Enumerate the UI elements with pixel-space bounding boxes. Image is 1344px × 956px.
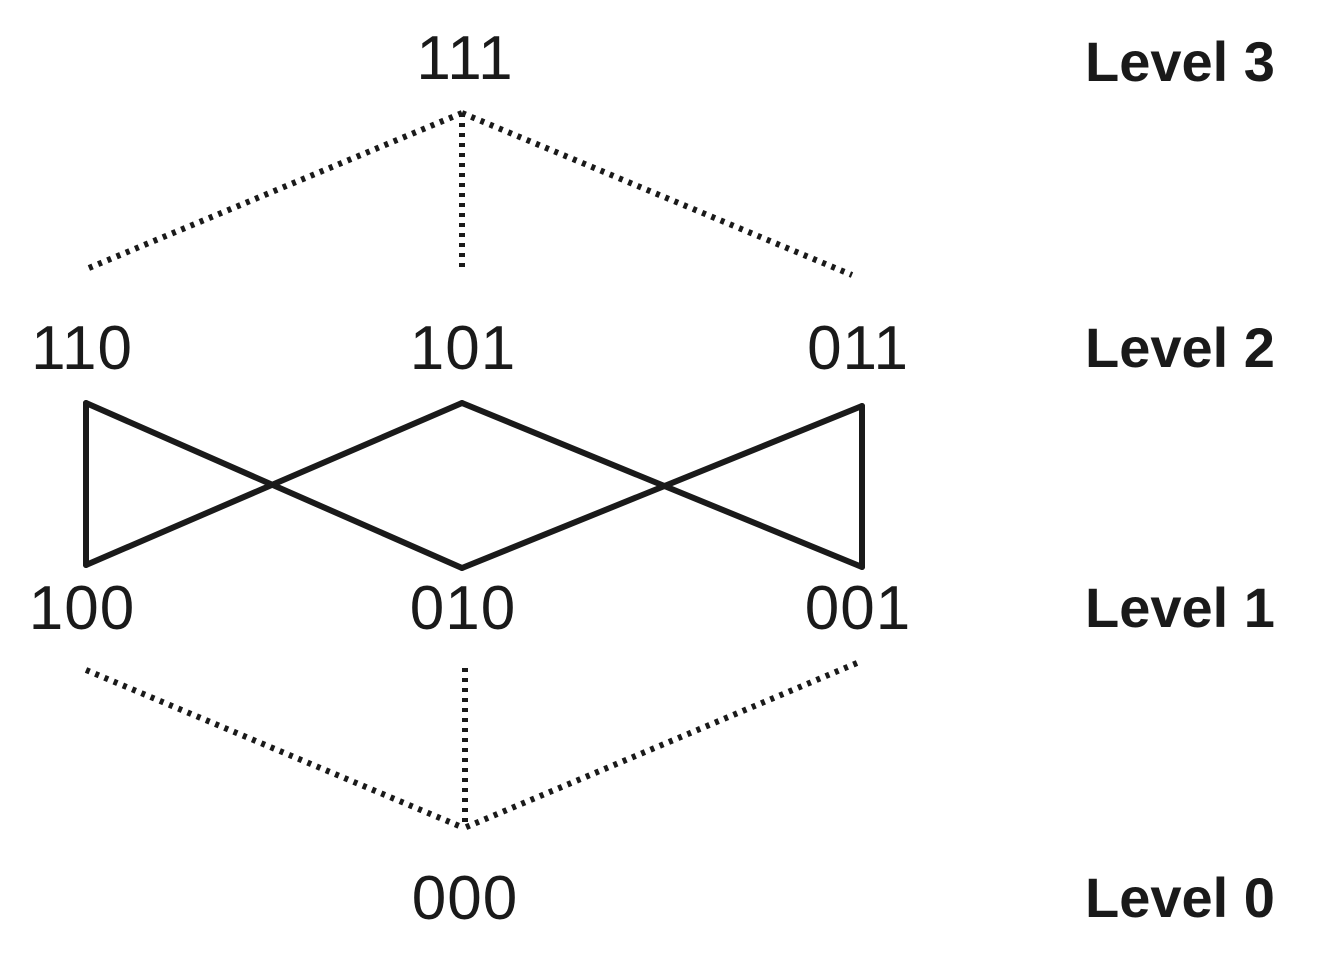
node-110: 110 — [31, 314, 133, 383]
level-3-label: Level 3 — [1085, 30, 1275, 93]
level-2-label: Level 2 — [1085, 316, 1275, 379]
node-101: 101 — [409, 314, 517, 383]
edge-001-000 — [462, 660, 859, 831]
node-010: 010 — [409, 574, 517, 643]
edge-111-011 — [460, 110, 854, 278]
level-1-label: Level 1 — [1085, 576, 1275, 639]
edge-011-010 — [459, 403, 865, 571]
level-0-label: Level 0 — [1085, 866, 1275, 929]
edge-111-110 — [82, 110, 464, 273]
edge-101-100 — [83, 400, 465, 568]
node-000: 000 — [411, 864, 519, 933]
node-111: 111 — [416, 24, 514, 93]
node-100: 100 — [28, 574, 136, 643]
edge-100-000 — [84, 667, 466, 831]
node-001: 001 — [804, 574, 912, 643]
node-011: 011 — [807, 314, 909, 383]
